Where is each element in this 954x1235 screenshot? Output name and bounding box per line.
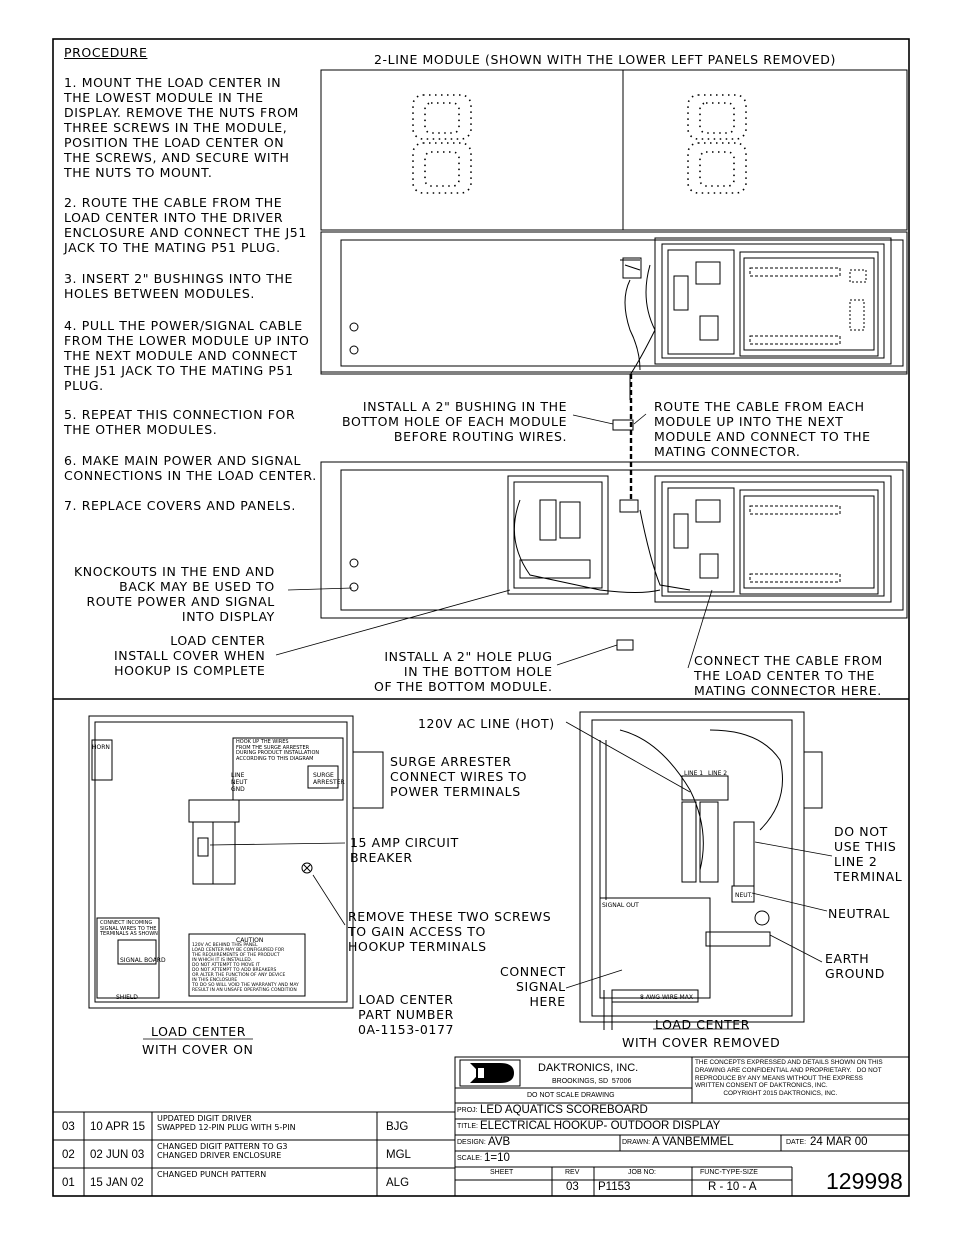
label-circuit-breaker: 15 AMP CIRCUIT BREAKER [350, 835, 459, 865]
callout-route-cable: ROUTE THE CABLE FROM EACH MODULE UP INTO… [654, 399, 871, 459]
load-center-cover-removed [579, 711, 823, 1030]
procedure-step-4: 4. PULL THE POWER/SIGNAL CABLE FROM THE … [64, 318, 310, 393]
sheet-label: SHEET [490, 1169, 514, 1176]
revision-description: UPDATED DIGIT DRIVER SWAPPED 12-PIN PLUG… [157, 1114, 296, 1132]
revision-description: CHANGED DIGIT PATTERN TO G3 CHANGED DRIV… [157, 1142, 288, 1160]
revision-author: ALG [386, 1177, 410, 1189]
procedure-step-7: 7. REPLACE COVERS AND PANELS. [64, 498, 296, 513]
designer: AVB [488, 1136, 511, 1148]
scale-label: SCALE: [457, 1155, 482, 1162]
procedure-step-1: 1. MOUNT THE LOAD CENTER IN THE LOWEST M… [64, 75, 299, 180]
label-surge-arrester: SURGE ARRESTER CONNECT WIRES TO POWER TE… [390, 754, 528, 799]
revision-number: 02 [62, 1149, 75, 1161]
drawn-label: DRAWN: [622, 1139, 651, 1146]
leader-lines-cover-on [143, 842, 346, 1040]
company-name: DAKTRONICS, INC. [538, 1062, 639, 1074]
load-center-module [507, 475, 661, 595]
revision-date: 15 JAN 02 [90, 1177, 144, 1189]
caution-text: 120V AC BEHIND THIS PANEL LOAD CENTER MA… [192, 943, 299, 993]
title-label: TITLE: [457, 1123, 479, 1130]
label-line2-terminal: DO NOT USE THIS LINE 2 TERMINAL [834, 824, 903, 884]
func-type-size: R - 10 - A [708, 1181, 757, 1193]
callout-bushing: INSTALL A 2" BUSHING IN THE BOTTOM HOLE … [342, 399, 568, 444]
leader-lines [275, 413, 713, 669]
label-signal-out: SIGNAL OUT [602, 902, 639, 909]
label-part-number: LOAD CENTER PART NUMBER 0A-1153-0177 [358, 992, 455, 1037]
procedure-heading: PROCEDURE [64, 45, 148, 60]
do-not-scale: DO NOT SCALE DRAWING [527, 1092, 615, 1099]
procedure-step-2: 2. ROUTE THE CABLE FROM THE LOAD CENTER … [64, 195, 307, 255]
module-upper [320, 69, 908, 619]
drawing-scale: 1=10 [484, 1152, 510, 1164]
revision-number: 01 [62, 1177, 75, 1189]
hookup-note: HOOK UP THE WIRES FROM THE SURGE ARRESTE… [236, 739, 320, 762]
drawn-by: A VANBEMMEL [652, 1136, 734, 1148]
caution-title: CAUTION [236, 937, 264, 944]
company-city: BROOKINGS, SD 57006 [552, 1078, 632, 1085]
confidential-notice: THE CONCEPTS EXPRESSED AND DETAILS SHOWN… [695, 1059, 883, 1098]
drawing-date: 24 MAR 00 [810, 1136, 868, 1148]
revision-date: 02 JUN 03 [90, 1149, 145, 1161]
caption-cover-removed: LOAD CENTER [655, 1017, 751, 1032]
procedure-step-5: 5. REPEAT THIS CONNECTION FOR THE OTHER … [64, 407, 296, 437]
date-label: DATE: [786, 1139, 807, 1146]
rev-label: REV [565, 1169, 580, 1176]
led-grid-upper [749, 267, 867, 345]
label-remove-screws: REMOVE THESE TWO SCREWS TO GAIN ACCESS T… [348, 909, 552, 954]
func-label: FUNC-TYPE-SIZE [700, 1169, 758, 1176]
job-label: JOB NO: [628, 1169, 657, 1176]
driver-enclosure-lower [639, 475, 892, 603]
load-center-cover-on [88, 715, 384, 1009]
signal-note: CONNECT INCOMING SIGNAL WIRES TO THE TER… [100, 920, 158, 937]
revision-author: BJG [386, 1121, 409, 1133]
label-line-1: LINE 1 [684, 770, 704, 777]
driver-enclosure-upper [620, 237, 892, 400]
title-block-grid [53, 1056, 910, 1197]
callout-knockouts: KNOCKOUTS IN THE END AND BACK MAY BE USE… [74, 564, 275, 624]
label-horn: HORN [92, 744, 110, 751]
label-earth-ground: EARTH GROUND [825, 951, 885, 981]
label-connect-signal: CONNECT SIGNAL HERE [500, 964, 566, 1009]
design-label: DESIGN: [457, 1139, 486, 1146]
revision-date: 10 APR 15 [90, 1121, 145, 1133]
daktronics-logo-icon [459, 1059, 521, 1087]
label-neut-terminal: NEUT. [735, 892, 753, 899]
drawing-title: ELECTRICAL HOOKUP- OUTDOOR DISPLAY [480, 1120, 721, 1132]
label-wire-max: 8 AWG WIRE MAX [640, 994, 693, 1001]
label-gnd: GND [231, 786, 245, 793]
job-number: P1153 [598, 1181, 631, 1193]
digit-8-right [687, 94, 747, 194]
callout-load-center: LOAD CENTER INSTALL COVER WHEN HOOKUP IS… [114, 633, 266, 678]
label-signal-board: SIGNAL BOARD [120, 957, 166, 964]
knockout-holes [349, 322, 359, 592]
rev-value: 03 [566, 1181, 579, 1193]
revision-author: MGL [386, 1149, 411, 1161]
drawing-number: 129998 [826, 1168, 903, 1194]
procedure-step-6: 6. MAKE MAIN POWER AND SIGNAL CONNECTION… [64, 453, 317, 483]
procedure-step-3: 3. INSERT 2" BUSHINGS INTO THE HOLES BET… [64, 271, 293, 301]
label-surge-box: SURGE ARRESTER [313, 772, 345, 786]
leader-lines-cover-removed [565, 721, 833, 1030]
project-name: LED AQUATICS SCOREBOARD [480, 1104, 648, 1116]
callout-hole-plug: INSTALL A 2" HOLE PLUG IN THE BOTTOM HOL… [374, 649, 553, 694]
label-neutral: NEUTRAL [828, 906, 890, 921]
caption-cover-removed-2: WITH COVER REMOVED [622, 1035, 781, 1050]
digit-8-left [412, 94, 472, 194]
module-title: 2-LINE MODULE (SHOWN WITH THE LOWER LEFT… [374, 52, 836, 67]
caption-cover-on-2: WITH COVER ON [142, 1042, 254, 1057]
label-ac-line: 120V AC LINE (HOT) [418, 716, 555, 731]
label-neut: NEUT [231, 779, 248, 786]
proj-label: PROJ: [457, 1107, 478, 1114]
label-line-2: LINE 2 [708, 770, 728, 777]
callout-connect-cable: CONNECT THE CABLE FROM THE LOAD CENTER T… [694, 653, 883, 698]
label-line: LINE [231, 772, 245, 779]
label-shield: SHIELD [116, 994, 138, 1001]
caption-cover-on: LOAD CENTER [151, 1024, 247, 1039]
revision-number: 03 [62, 1121, 75, 1133]
revision-description: CHANGED PUNCH PATTERN [157, 1170, 267, 1179]
